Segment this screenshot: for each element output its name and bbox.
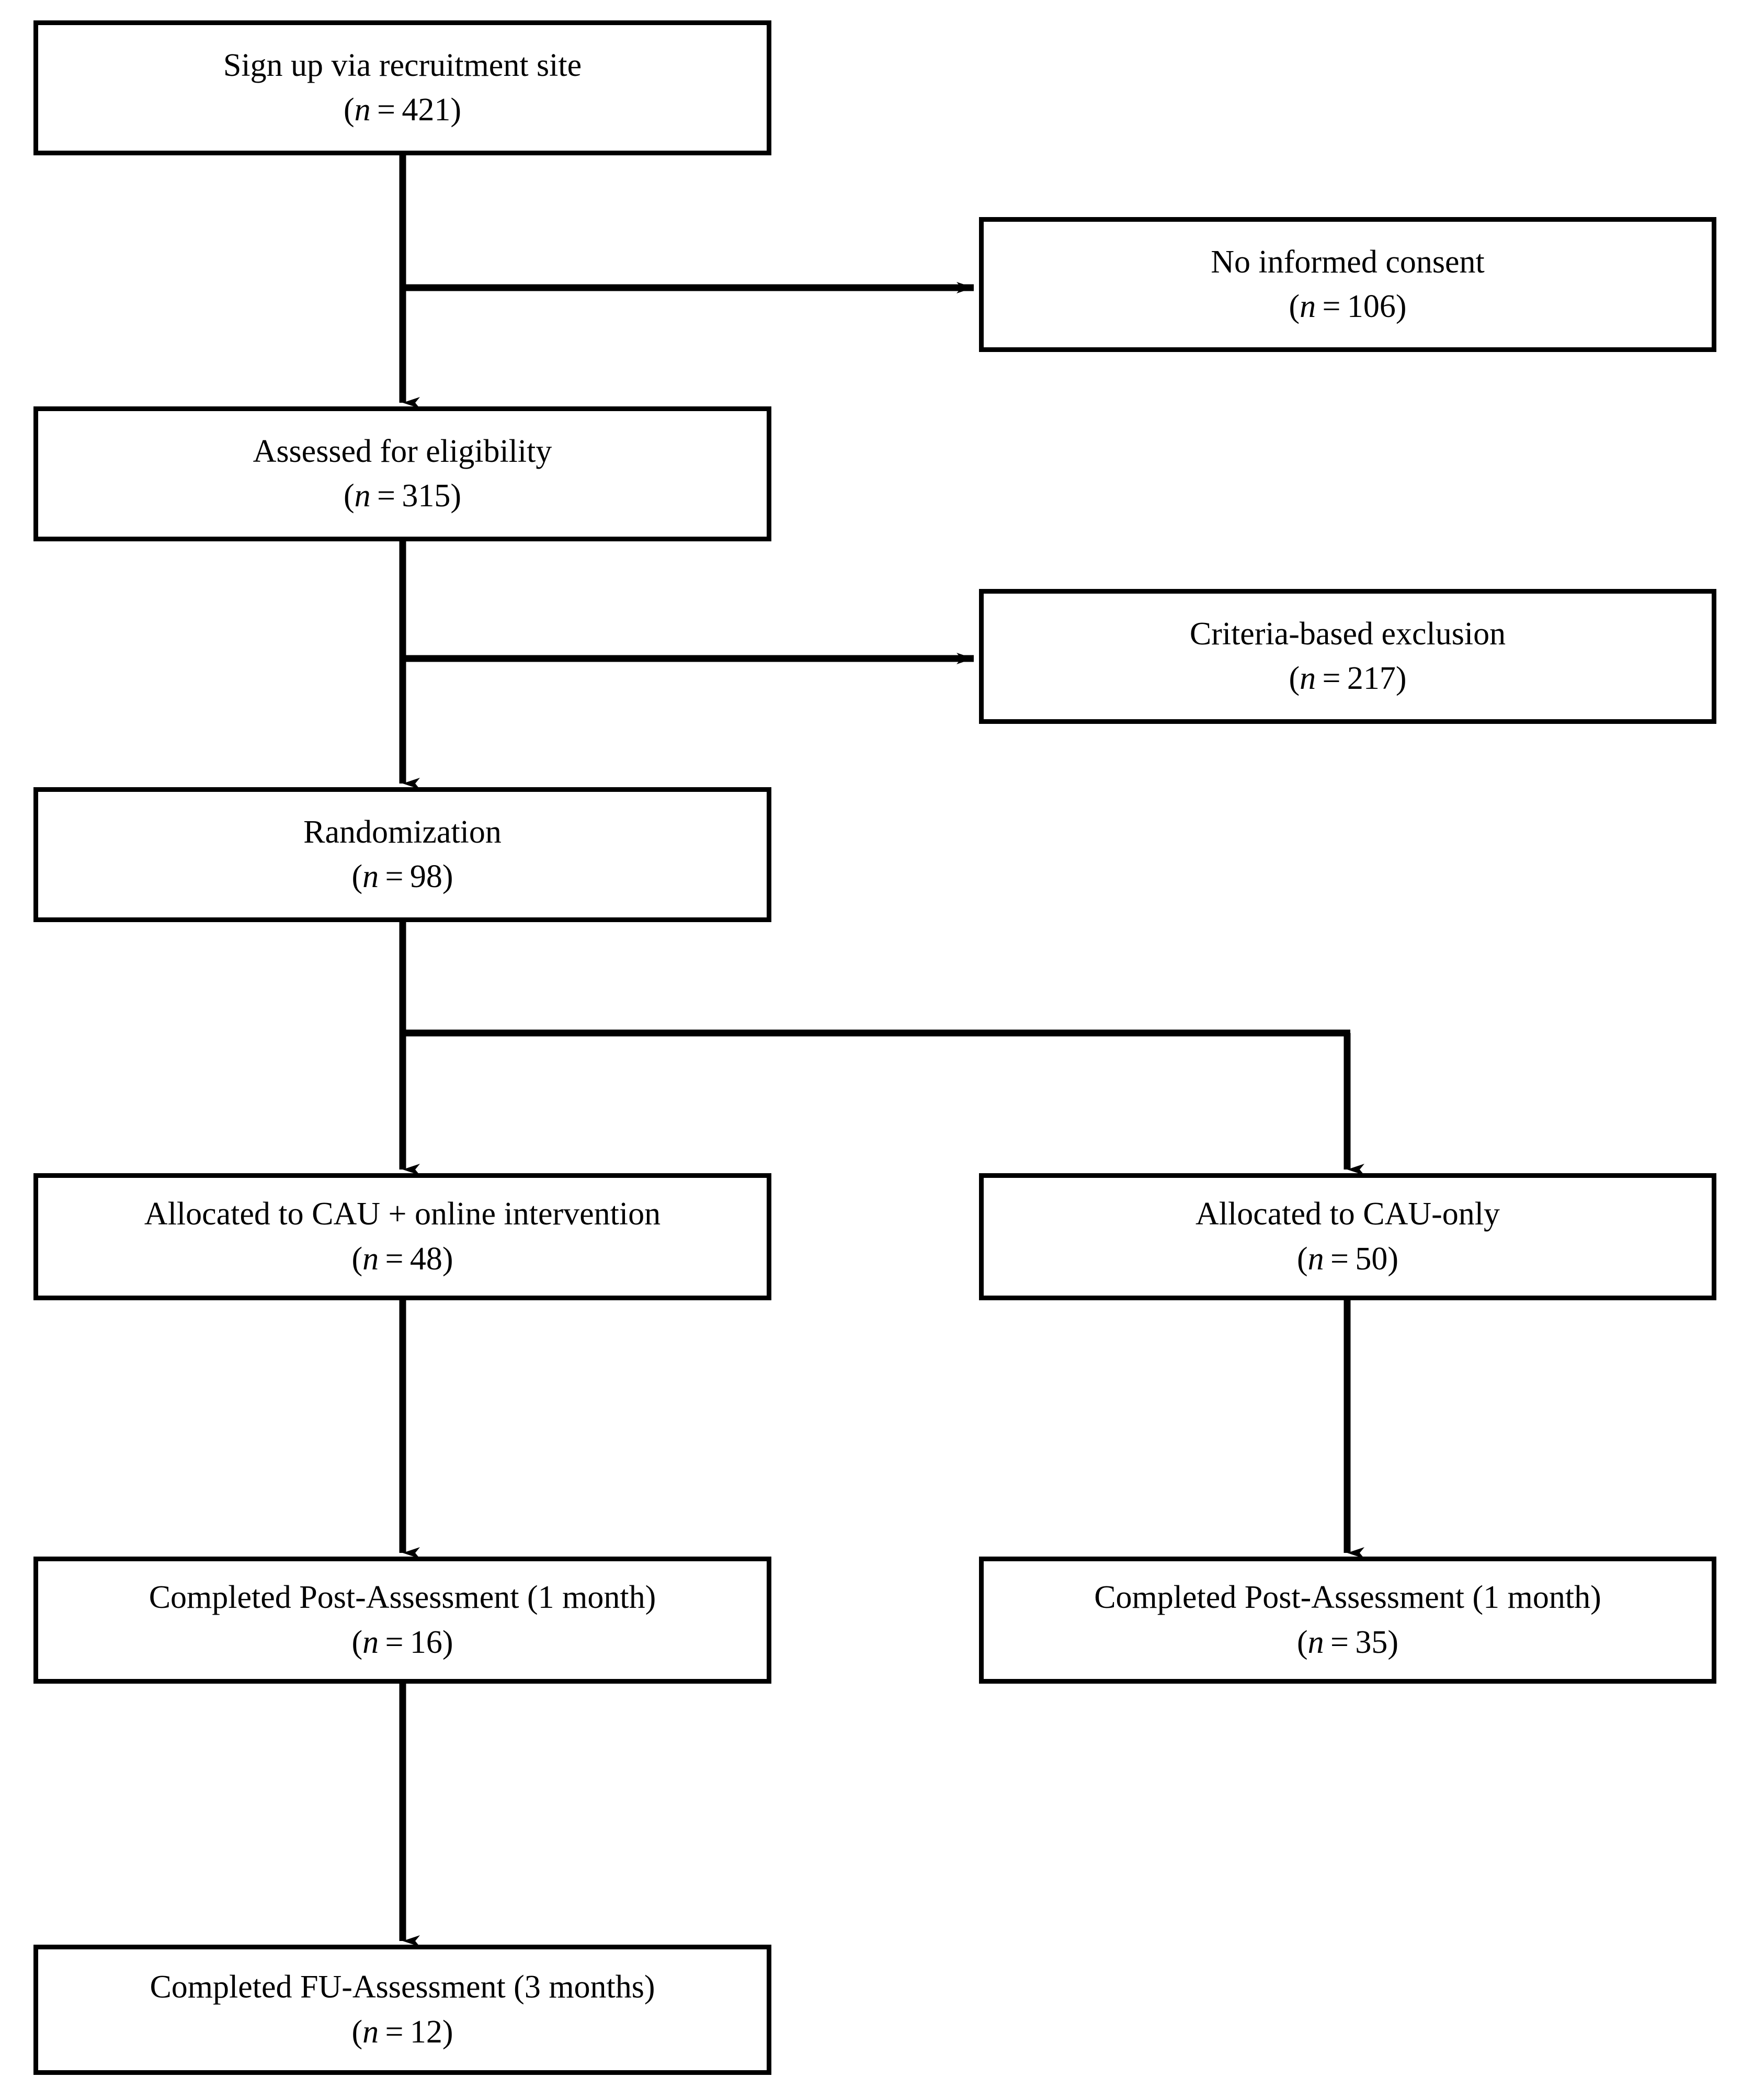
- node-randomization: Randomization (n = 98): [33, 787, 771, 922]
- node-criteria-exclusion-count: (n = 217): [1289, 661, 1407, 696]
- node-criteria-exclusion-label: Criteria-based exclusion: [1189, 616, 1506, 652]
- node-signup-count: (n = 421): [343, 92, 462, 128]
- node-alloc-cau-only: Allocated to CAU-only (n = 50): [979, 1173, 1716, 1300]
- node-post-assessment-cau: Completed Post-Assessment (1 month) (n =…: [979, 1557, 1716, 1684]
- node-alloc-intervention-label: Allocated to CAU + online intervention: [144, 1196, 661, 1232]
- node-alloc-intervention-count: (n = 48): [351, 1241, 453, 1277]
- node-eligibility-label: Assessed for eligibility: [253, 433, 552, 469]
- node-alloc-intervention: Allocated to CAU + online intervention (…: [33, 1173, 771, 1300]
- node-eligibility-count: (n = 315): [343, 478, 462, 514]
- node-post-assessment-cau-label: Completed Post-Assessment (1 month): [1094, 1580, 1601, 1616]
- node-signup: Sign up via recruitment site (n = 421): [33, 20, 771, 155]
- node-alloc-cau-only-label: Allocated to CAU-only: [1195, 1196, 1500, 1232]
- node-fu-assessment: Completed FU-Assessment (3 months) (n = …: [33, 1945, 771, 2075]
- node-post-assessment-intervention-label: Completed Post-Assessment (1 month): [149, 1580, 656, 1616]
- node-criteria-exclusion: Criteria-based exclusion (n = 217): [979, 589, 1716, 724]
- node-post-assessment-cau-count: (n = 35): [1296, 1624, 1399, 1660]
- node-no-consent: No informed consent (n = 106): [979, 217, 1716, 352]
- node-randomization-label: Randomization: [303, 814, 502, 850]
- node-no-consent-label: No informed consent: [1211, 244, 1485, 280]
- node-eligibility: Assessed for eligibility (n = 315): [33, 406, 771, 541]
- node-no-consent-count: (n = 106): [1289, 289, 1407, 324]
- node-alloc-cau-only-count: (n = 50): [1296, 1241, 1399, 1277]
- node-randomization-count: (n = 98): [351, 859, 453, 894]
- node-post-assessment-intervention-count: (n = 16): [351, 1624, 453, 1660]
- node-fu-assessment-count: (n = 12): [351, 2014, 453, 2050]
- node-post-assessment-intervention: Completed Post-Assessment (1 month) (n =…: [33, 1557, 771, 1684]
- node-fu-assessment-label: Completed FU-Assessment (3 months): [150, 1969, 655, 2005]
- node-signup-label: Sign up via recruitment site: [223, 47, 582, 83]
